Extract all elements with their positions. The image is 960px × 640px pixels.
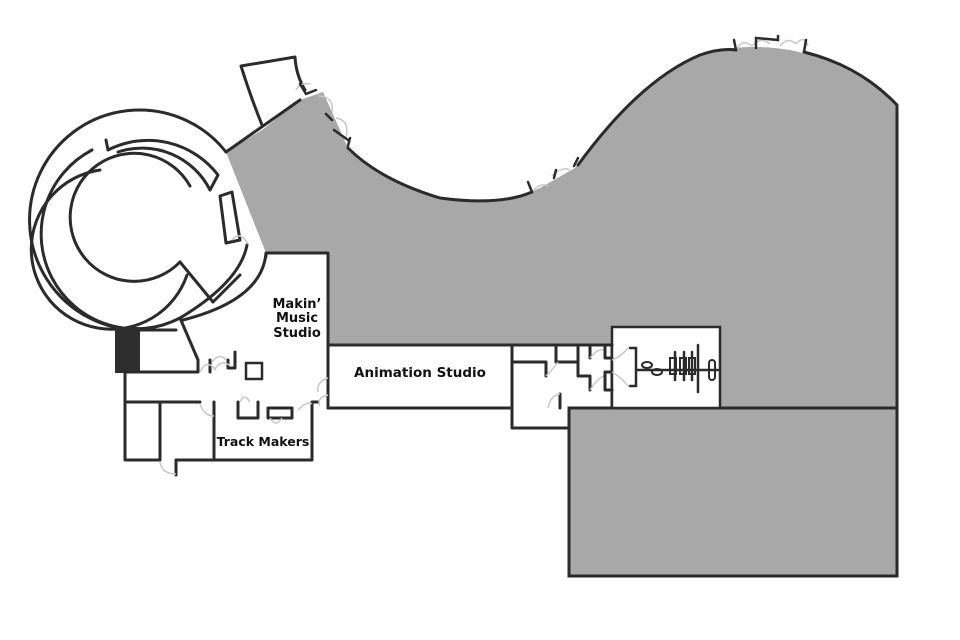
room-label-line: Music bbox=[275, 311, 319, 327]
wall-curve-north bbox=[346, 146, 534, 203]
equipment-room bbox=[610, 325, 722, 410]
room-label-line: Makin’ bbox=[272, 297, 322, 312]
room-label-track-makers: Track Makers bbox=[216, 434, 310, 449]
circular-room bbox=[28, 108, 268, 362]
music-studio-walls bbox=[264, 251, 330, 410]
shaded-area-south bbox=[567, 406, 899, 578]
equipment-rack bbox=[603, 343, 720, 394]
door-swing bbox=[199, 362, 231, 373]
wall-curve-top bbox=[802, 50, 899, 410]
room-label-makin-music-studio: Makin’ Music Studio bbox=[266, 297, 328, 341]
door-swing bbox=[545, 348, 605, 409]
track-makers-walls bbox=[174, 400, 320, 462]
room-label-line: Studio bbox=[273, 325, 321, 341]
corridor-walls bbox=[123, 350, 237, 477]
entrance-doors bbox=[211, 34, 809, 363]
animation-studio-walls bbox=[326, 343, 514, 410]
wall-curve-east bbox=[576, 48, 738, 167]
door-swing bbox=[316, 377, 329, 407]
music-studio-box bbox=[244, 361, 264, 381]
door-swing bbox=[159, 396, 313, 475]
dark-block bbox=[115, 327, 140, 373]
room-label-animation-studio: Animation Studio bbox=[354, 365, 486, 381]
annex-room bbox=[239, 55, 307, 127]
shaded-area-main bbox=[226, 46, 897, 408]
